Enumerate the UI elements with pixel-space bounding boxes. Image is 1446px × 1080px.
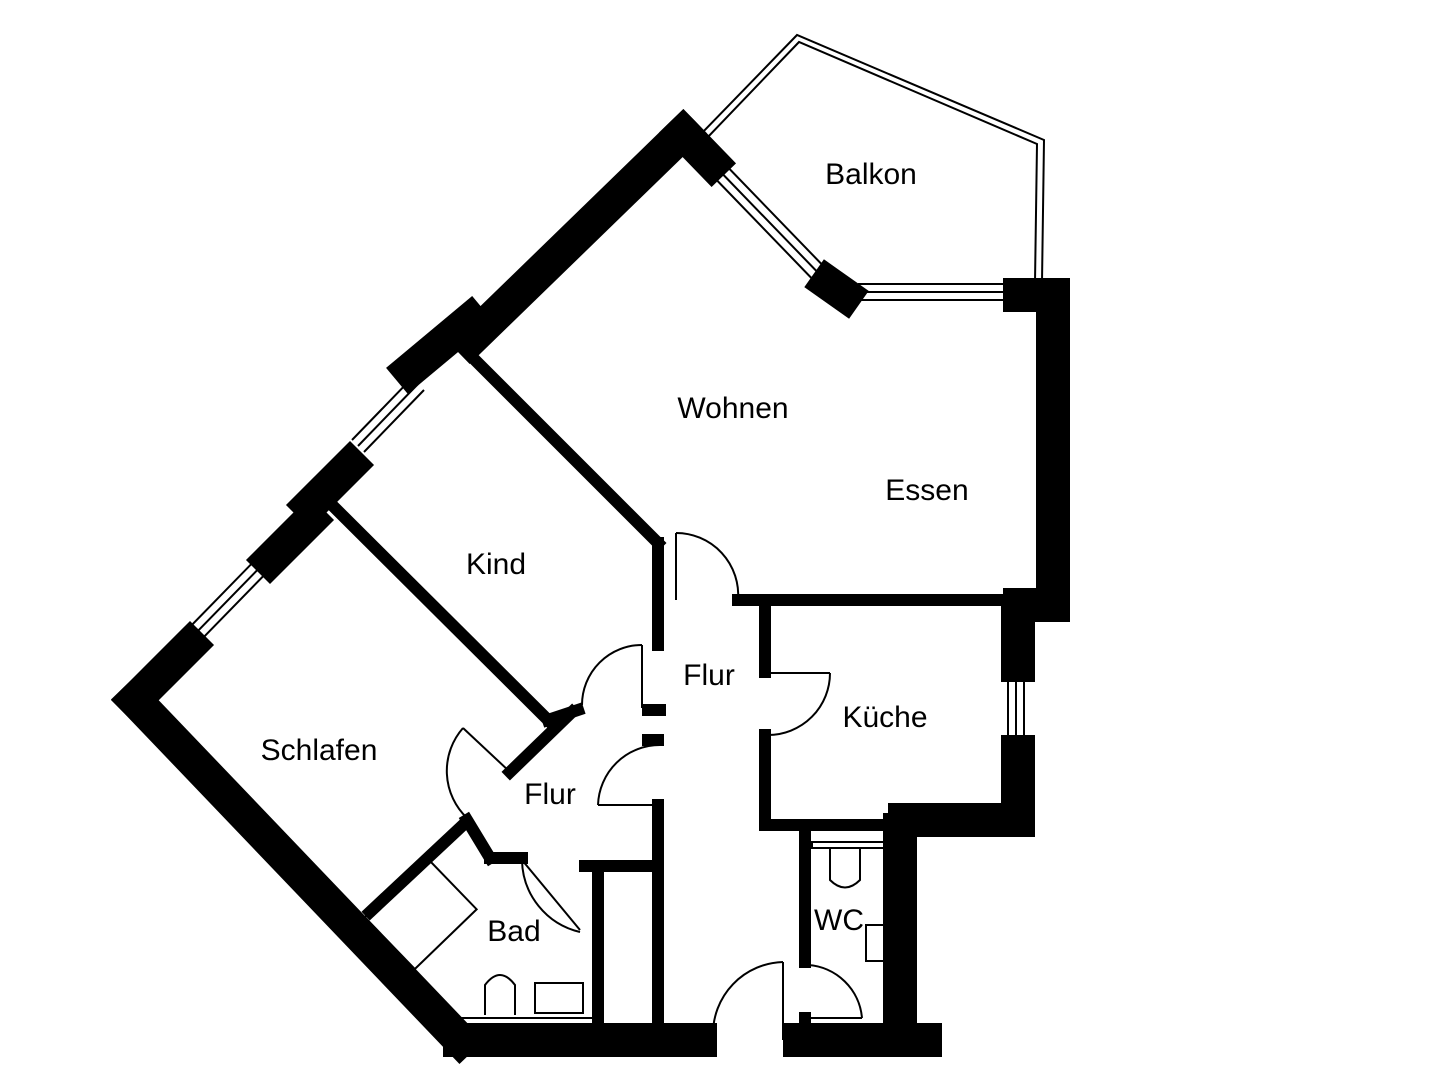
label-wc: WC	[814, 904, 864, 937]
bathtub	[363, 856, 479, 971]
label-flur-main: Flur	[683, 659, 735, 692]
label-kueche: Küche	[842, 701, 927, 734]
fixtures	[363, 841, 891, 1027]
wc-counter	[811, 841, 891, 849]
label-wohnen: Wohnen	[677, 392, 788, 425]
label-schlafen: Schlafen	[261, 734, 378, 767]
label-flur-small: Flur	[524, 778, 576, 811]
wc-toilet	[829, 848, 861, 889]
windows	[184, 156, 1025, 752]
bad-sink	[534, 982, 584, 1014]
label-kind: Kind	[466, 548, 526, 581]
label-essen: Essen	[885, 474, 968, 507]
label-balkon: Balkon	[825, 158, 917, 191]
bad-toilet	[484, 974, 516, 1015]
label-bad: Bad	[487, 915, 540, 948]
wc-sink	[865, 924, 891, 962]
balcony-outline	[699, 33, 1046, 283]
doors	[445, 531, 863, 1040]
